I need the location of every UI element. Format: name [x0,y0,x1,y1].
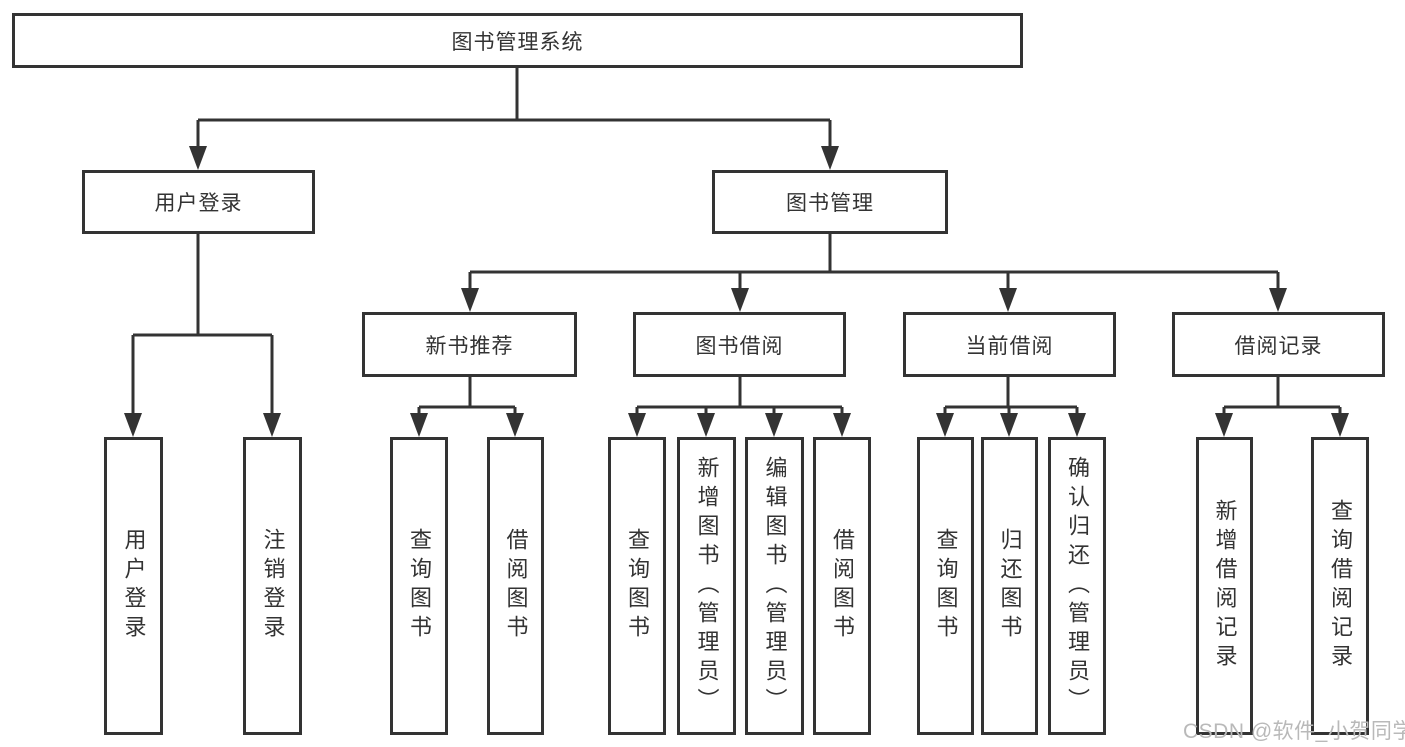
node-label: 新增借阅记录 [1212,499,1238,673]
node-label: 查询图书 [407,528,432,644]
node-label: 借阅记录 [1234,334,1323,358]
node-label: 图书借阅 [695,334,784,358]
node-label: 查询借阅记录 [1328,499,1353,673]
leaf-add-borrow-record: 新增借阅记录 [1196,437,1253,735]
node-user-login: 用户登录 [82,170,315,234]
leaf-confirm-return-admin: 确认归还（管理员） [1048,437,1106,735]
node-new-book-recommend: 新书推荐 [362,312,577,377]
node-book-management: 图书管理 [712,170,948,234]
leaf-query-books-borrowing: 查询图书 [608,437,666,735]
leaf-return-book: 归还图书 [981,437,1038,735]
node-label: 图书管理 [786,192,874,215]
node-label: 借阅图书 [503,528,529,644]
leaf-borrow-books-borrowing: 借阅图书 [813,437,871,735]
leaf-query-books-current: 查询图书 [917,437,974,735]
node-label: 归还图书 [997,528,1023,644]
leaf-borrow-books-recommend: 借阅图书 [487,437,544,735]
node-label: 注销登录 [260,528,286,644]
leaf-add-book-admin: 新增图书（管理员） [677,437,736,735]
node-label: 图书管理系统 [451,30,584,54]
leaf-user-login: 用户登录 [104,437,163,735]
node-label: 当前借阅 [965,334,1054,358]
node-label: 用户登录 [154,192,243,215]
node-book-borrowing: 图书借阅 [633,312,846,377]
node-label: 查询图书 [625,528,650,644]
node-label: 新增图书（管理员） [694,455,720,717]
node-label: 借阅图书 [830,528,855,644]
node-borrowing-records: 借阅记录 [1172,312,1385,377]
node-label: 用户登录 [121,528,147,644]
leaf-edit-book-admin: 编辑图书（管理员） [745,437,804,735]
node-current-borrowing: 当前借阅 [903,312,1116,377]
leaf-logout: 注销登录 [243,437,302,735]
node-label: 查询图书 [933,528,959,644]
node-label: 新书推荐 [425,334,514,358]
node-library-management-system: 图书管理系统 [12,13,1023,68]
leaf-query-borrow-record: 查询借阅记录 [1311,437,1369,735]
csdn-watermark: CSDN @软件_小贺同学 [1183,720,1405,743]
node-label: 编辑图书（管理员） [762,455,788,717]
node-label: 确认归还（管理员） [1065,455,1090,717]
leaf-query-books-recommend: 查询图书 [390,437,448,735]
